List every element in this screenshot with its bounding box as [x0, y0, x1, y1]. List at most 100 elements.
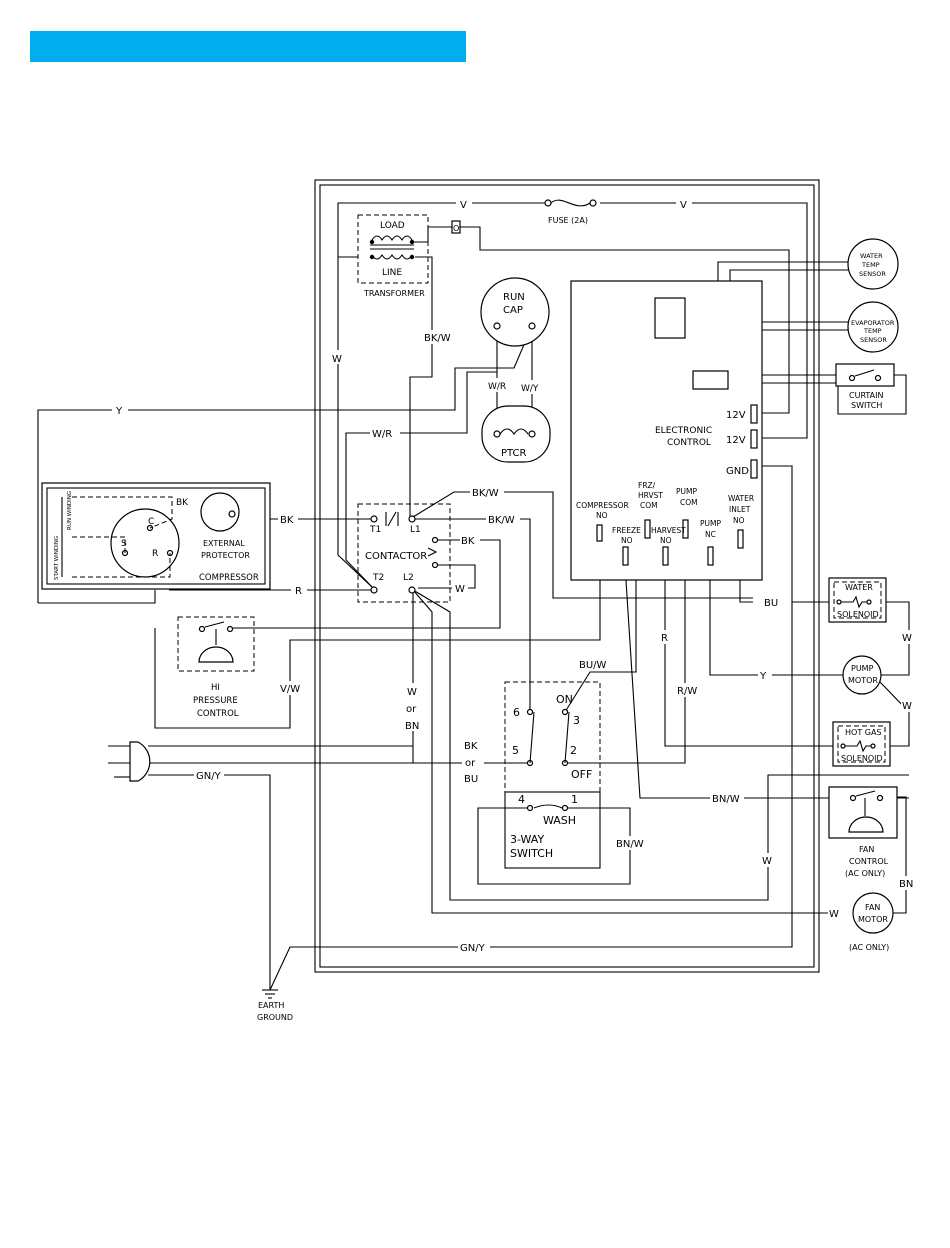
freeze-label-1: FREEZE	[612, 526, 641, 535]
curtain-label-1: CURTAIN	[849, 391, 884, 400]
fan-control-label-1: FAN	[859, 845, 874, 854]
electronic-control: ELECTRONIC CONTROL 12V 12V GND COMPRESSO…	[570, 280, 763, 581]
pump-motor: PUMP MOTOR	[842, 655, 882, 695]
wire-w-center: W	[762, 856, 772, 867]
transformer-label: TRANSFORMER	[363, 289, 425, 298]
earth-ground: EARTH GROUND	[257, 989, 293, 1022]
hi-label-2: PRESSURE	[193, 696, 238, 706]
comp-r-label: R	[152, 549, 158, 559]
electronic-label-2: CONTROL	[667, 438, 711, 448]
sw-on-label: ON	[556, 693, 573, 706]
compressor-label: COMPRESSOR	[199, 573, 259, 583]
wire-bn-w-fan: BN/W	[712, 794, 740, 805]
wire-bk-comp: BK	[176, 498, 189, 508]
ptcr-label: PTCR	[501, 448, 527, 459]
earth-label-2: GROUND	[257, 1013, 293, 1022]
12v-label-b: 12V	[726, 435, 746, 446]
wire-r-harvest: R	[661, 633, 668, 644]
hi-label-1: HI	[211, 683, 220, 693]
wire-bu: BU	[764, 598, 778, 609]
run-cap-label-1: RUN	[503, 292, 525, 303]
wire-bk-protector: BK	[280, 515, 294, 526]
ptcr: PTCR	[481, 405, 551, 463]
fan-control: FAN CONTROL (AC ONLY)	[828, 786, 898, 878]
evap-temp-label-3: SENSOR	[860, 336, 887, 344]
sw-3-label: 3	[573, 714, 580, 727]
wire-w-or-bn-1: W	[407, 687, 417, 698]
wire-o: O	[453, 224, 459, 233]
fan-control-label-2: CONTROL	[849, 857, 889, 866]
fan-motor: FAN MOTOR (AC ONLY)	[849, 892, 894, 952]
wire-w-pump: W	[902, 701, 912, 712]
wire-w-or-bn-2: or	[406, 704, 417, 715]
wire-bk-contactor: BK	[461, 536, 475, 547]
water-temp-label-3: SENSOR	[859, 270, 886, 278]
evaporator-temp-sensor: EVAPORATOR TEMP SENSOR	[847, 301, 899, 353]
water-inlet-label-1: WATER	[728, 494, 754, 503]
water-sol-label-2: SOLENOID	[837, 610, 879, 619]
compressor-no-label-2: NO	[596, 511, 608, 520]
t1-label: T1	[369, 525, 381, 535]
wire-bk-or-bu-1: BK	[464, 741, 478, 752]
cabinet-outer-frame	[314, 179, 820, 973]
evap-temp-label-2: TEMP	[863, 327, 882, 335]
electronic-label-1: ELECTRONIC	[655, 426, 712, 436]
run-capacitor: RUN CAP	[480, 277, 550, 347]
fuse-label: FUSE (2A)	[548, 216, 588, 225]
curtain-label-2: SWITCH	[851, 401, 882, 410]
water-temp-sensor: WATER TEMP SENSOR	[847, 238, 899, 290]
sw-name-label-1: 3-WAY	[510, 833, 544, 846]
wire-bk-or-bu-2: or	[465, 758, 476, 769]
wire-w-water: W	[902, 633, 912, 644]
run-winding-label: RUN WINDING	[67, 491, 73, 530]
pump-nc-label-2: NC	[705, 530, 716, 539]
wire-bn-fan: BN	[899, 879, 913, 890]
hi-pressure-control: HI PRESSURE CONTROL	[177, 616, 255, 719]
hot-gas-label-1: HOT GAS	[845, 728, 882, 737]
water-sol-label-1: WATER	[845, 583, 873, 592]
frz-label-2: HRVST	[638, 491, 663, 500]
water-inlet-label-3: NO	[733, 516, 745, 525]
wire-w-contactor: W	[455, 584, 465, 595]
harvest-label-2: NO	[660, 536, 672, 545]
wire-bn-w-switch: BN/W	[616, 839, 644, 850]
ext-prot-label-1: EXTERNAL	[203, 539, 245, 548]
cabinet-inner-frame	[319, 184, 815, 968]
fan-motor-label-2: MOTOR	[858, 915, 888, 924]
sw-1-label: 1	[571, 793, 578, 806]
hi-label-3: CONTROL	[197, 709, 239, 719]
water-solenoid: WATER SOLENOID	[828, 577, 887, 623]
wire-labels: V V W Y BK/W W/R W/R W/Y BK/W BK/W BK BK…	[112, 196, 916, 954]
wire-gn-y-plug: GN/Y	[196, 771, 222, 782]
water-temp-label-2: TEMP	[861, 261, 880, 269]
sw-5-label: 5	[512, 744, 519, 757]
12v-label-a: 12V	[726, 410, 746, 421]
wire-v-w: V/W	[280, 684, 300, 695]
transformer: LOAD LINE TRANSFORMER	[357, 214, 429, 298]
pump-nc-label-1: PUMP	[700, 519, 721, 528]
sw-4-label: 4	[518, 793, 525, 806]
earth-label-1: EARTH	[258, 1001, 284, 1010]
hot-gas-label-2: SOLENOID	[841, 754, 883, 763]
wire-bk-or-bu-3: BU	[464, 774, 478, 785]
harvest-label-1: HARVEST	[651, 526, 686, 535]
wire-v-right: V	[680, 200, 687, 211]
pump-com-label-2: COM	[680, 498, 698, 507]
l1-label: L1	[410, 525, 421, 535]
wire-bk-w-contactor: BK/W	[472, 488, 499, 499]
pump-motor-label-2: MOTOR	[848, 676, 878, 685]
fuse: FUSE (2A)	[544, 199, 597, 225]
wire-r-w: R/W	[677, 686, 697, 697]
fan-motor-label-3: (AC ONLY)	[849, 943, 889, 952]
curtain-switch: CURTAIN SWITCH	[835, 363, 895, 410]
three-way-switch: 6 ON 3 5 2 OFF 4 1 WASH 3-WAY SWITCH	[504, 681, 601, 869]
water-temp-label-1: WATER	[860, 252, 883, 260]
frz-label-1: FRZ/	[638, 481, 656, 490]
pump-motor-label-1: PUMP	[851, 664, 874, 673]
frz-label-3: COM	[640, 501, 658, 510]
wire-w-r-cap: W/R	[488, 382, 506, 392]
line-label: LINE	[382, 268, 402, 278]
wire-bu-w: BU/W	[579, 660, 607, 671]
comp-c-label: C	[148, 517, 154, 527]
